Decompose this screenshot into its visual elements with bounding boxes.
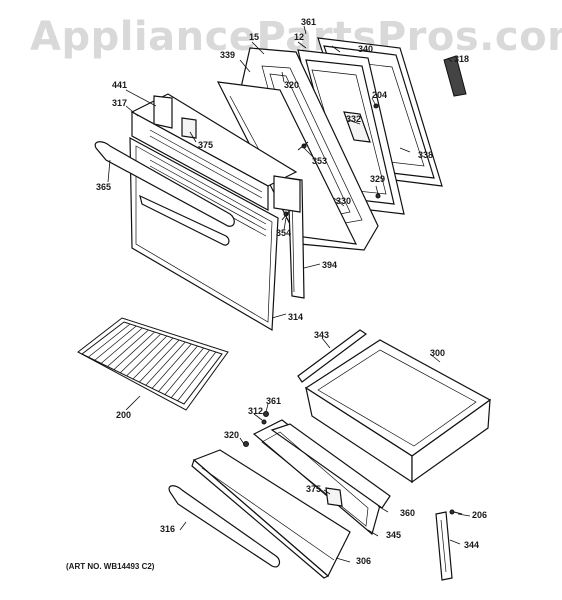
- drawer-handle: [168, 485, 281, 568]
- callout-312: 312: [248, 406, 264, 416]
- callout-316: 316: [160, 524, 176, 534]
- drawer-front-panel: [191, 449, 351, 579]
- door-top-trim: [130, 93, 298, 212]
- callout-330: 330: [336, 196, 352, 206]
- callout-345: 345: [386, 530, 402, 540]
- rack-wire: [132, 337, 174, 380]
- drawer-rail-left: [297, 329, 368, 383]
- callout-375-bottom: 375: [306, 484, 322, 494]
- callout-320-bottom: 320: [224, 430, 240, 440]
- callout-338: 338: [418, 150, 434, 160]
- rack-wire: [177, 351, 217, 402]
- callout-343: 343: [314, 330, 330, 340]
- callout-365: 365: [96, 182, 112, 192]
- drawer-inner-panel: [252, 419, 391, 536]
- rack-wire: [107, 329, 149, 367]
- callout-206: 206: [472, 510, 488, 520]
- callout-317: 317: [112, 98, 128, 108]
- callout-360: 360: [400, 508, 416, 518]
- door-gasket-strip: [443, 55, 467, 97]
- screws-bottom: [243, 411, 463, 515]
- rack-wire: [164, 347, 204, 395]
- callout-340: 340: [358, 44, 374, 54]
- callout-329: 329: [370, 174, 386, 184]
- callout-300: 300: [430, 348, 446, 358]
- callout-314: 314: [288, 312, 304, 322]
- callout-204: 204: [372, 90, 388, 100]
- rack-wire: [170, 349, 211, 398]
- callout-200: 200: [116, 410, 132, 420]
- callout-361-top: 361: [301, 17, 317, 27]
- rack-wire: [113, 331, 155, 370]
- rack-wire: [151, 343, 192, 389]
- rack-wire: [158, 345, 198, 392]
- rack-wire: [139, 339, 180, 383]
- callout-354: 354: [276, 228, 292, 238]
- rack-wire: [120, 333, 161, 374]
- callout-441: 441: [112, 80, 128, 90]
- callout-15: 15: [249, 32, 260, 42]
- oven-rack: [77, 317, 229, 411]
- drawer-rail-right: [435, 511, 453, 581]
- callout-361-bottom: 361: [266, 396, 282, 406]
- art-number: (ART NO. WB14493 C2): [66, 562, 155, 571]
- callout-394: 394: [322, 260, 338, 270]
- callout-339: 339: [220, 50, 236, 60]
- callout-318: 318: [454, 54, 470, 64]
- callout-353: 353: [312, 156, 328, 166]
- oven-door-handle: [94, 141, 235, 246]
- callout-12: 12: [294, 32, 305, 42]
- rack-wire: [94, 325, 137, 361]
- callout-leaders: [107, 25, 471, 563]
- callout-306: 306: [356, 556, 372, 566]
- rack-wire: [126, 335, 168, 377]
- callout-320-top: 320: [284, 80, 300, 90]
- storage-drawer-body: [304, 339, 492, 484]
- callout-332: 332: [346, 114, 362, 124]
- callout-375-top: 375: [198, 140, 214, 150]
- rack-wire: [100, 327, 143, 364]
- callout-344: 344: [464, 540, 480, 550]
- rack-wire: [145, 341, 186, 386]
- hinge-bracket: [153, 95, 301, 213]
- rack-wire: [88, 323, 131, 358]
